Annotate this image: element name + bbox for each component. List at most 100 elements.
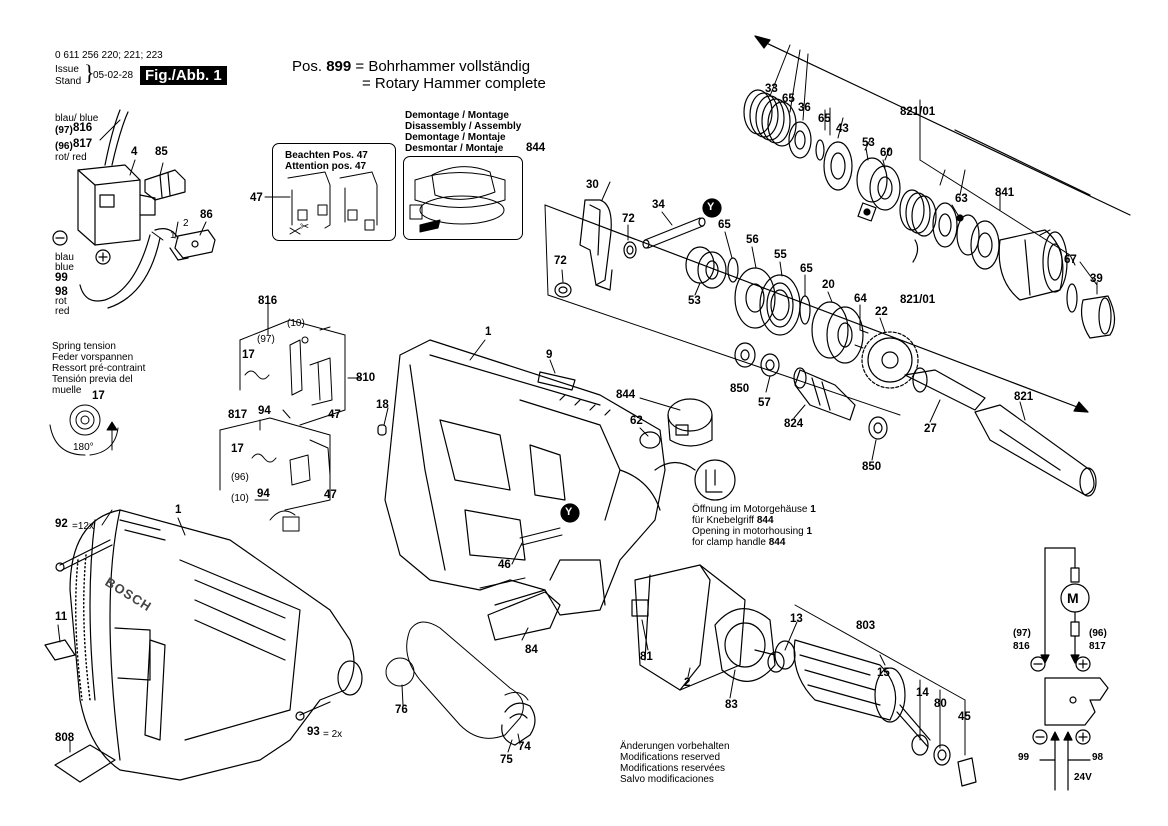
- schematic-voltage: 24V: [1074, 772, 1092, 783]
- part-label: 9: [546, 349, 553, 361]
- modifications-line-2: Modifications reserved: [620, 752, 721, 763]
- y-marker-label: Y: [707, 201, 715, 213]
- bearing-850a: [734, 342, 756, 368]
- disc-56: [734, 267, 776, 329]
- ring-65b: [727, 257, 739, 283]
- assembly-line-1: Demontage / Montage: [405, 110, 509, 121]
- pin-34: [642, 217, 706, 249]
- wire-loop: [79, 228, 179, 309]
- part-label: 20: [822, 279, 835, 291]
- wire-left-blue: blue: [55, 262, 74, 273]
- opening-line-4-ref: 844: [768, 537, 786, 548]
- bearing-57: [760, 353, 780, 377]
- opening-line-3-ref: 1: [806, 526, 813, 537]
- schematic-left-num: 816: [1013, 641, 1030, 652]
- part-label: 17: [242, 349, 255, 361]
- part-label: 62: [630, 415, 643, 427]
- wiring-schematic: [1030, 547, 1109, 791]
- opening-line-3: Opening in motorhousing 1: [692, 526, 812, 537]
- part-label: =12x: [72, 521, 94, 532]
- cap-39: [1080, 295, 1116, 339]
- wire-top-97: (97): [55, 125, 73, 136]
- wire-left-blau: blau: [55, 252, 74, 263]
- ring-62: [639, 431, 661, 449]
- part-label: 74: [518, 741, 531, 753]
- modifications-line-1: Änderungen vorbehalten: [620, 741, 730, 752]
- schematic-left-ref: (97): [1013, 628, 1031, 639]
- motor-housing-1: [384, 339, 666, 616]
- leader-lines: [57, 107, 1098, 753]
- retainer-83: [714, 608, 776, 682]
- figure-badge: Fig./Abb. 1: [140, 66, 227, 85]
- schematic-bottom-left: 99: [1018, 752, 1030, 763]
- modifications-line-4: Salvo modificaciones: [620, 774, 714, 785]
- stand-label: Stand: [55, 76, 82, 87]
- screw-93: [295, 701, 331, 721]
- connector-85: [144, 169, 186, 201]
- opening-line-2-ref: 844: [756, 515, 774, 526]
- part-label: = 2x: [323, 729, 343, 740]
- stator-2: [631, 564, 746, 691]
- part-label: 821: [1014, 391, 1034, 403]
- minus-circle-left: [52, 230, 68, 246]
- wire-top-blue: blau/ blue: [55, 113, 99, 124]
- intermediate-shaft-824: [793, 367, 856, 421]
- spring-33: [743, 89, 797, 147]
- pos-line-de: = Bohrhammer vollständig: [355, 58, 531, 75]
- switch-4: [77, 164, 156, 246]
- armature-803: [754, 639, 931, 748]
- housing-rear: [69, 509, 363, 781]
- part-label: 83: [725, 699, 738, 711]
- part-label: 850: [862, 461, 882, 473]
- spindle-27: [904, 367, 986, 411]
- cover-84: [487, 589, 561, 641]
- part-label: 844: [526, 142, 546, 154]
- gear-axis-arrow: [544, 204, 1089, 413]
- modifications-line-3: Modifications reservées: [620, 763, 726, 774]
- part-label: (97): [257, 334, 275, 345]
- part-label: 1: [485, 326, 492, 338]
- part-label: 17: [92, 390, 105, 402]
- part-label: 64: [854, 293, 867, 305]
- plate-9: [537, 371, 576, 391]
- opening-line-3-text: Opening in motorhousing: [692, 526, 804, 537]
- wire-left-rot: rot: [55, 296, 67, 307]
- spring-63: [899, 189, 937, 237]
- washer-63: [932, 202, 958, 248]
- part-label: 72: [622, 213, 635, 225]
- attention-box: [272, 143, 396, 241]
- y-marker-middle: [560, 503, 580, 523]
- issue-brace: }: [84, 60, 95, 85]
- wire-top-96: (96): [55, 141, 73, 152]
- part-label: 30: [586, 179, 599, 191]
- washer-65a: [788, 121, 812, 159]
- position-line-1: Pos. 899 = Bohrhammer vollständig: [292, 59, 530, 74]
- part-label: 34: [652, 199, 665, 211]
- part-label: 2: [684, 677, 691, 689]
- part-label: 65: [718, 219, 731, 231]
- opening-line-2-text: für Knebelgriff: [692, 515, 755, 526]
- spring-tension-icon: [49, 404, 119, 456]
- part-label: 93: [307, 726, 320, 738]
- part-label: 1: [175, 504, 182, 516]
- part-label: 67: [1064, 254, 1077, 266]
- part-label: 13: [790, 613, 803, 625]
- issue-label: Issue: [55, 64, 79, 75]
- part-label: 56: [746, 234, 759, 246]
- part-label: 11: [55, 611, 68, 623]
- part-label: 27: [924, 423, 937, 435]
- ring-13: [767, 651, 785, 673]
- part-label: 841: [995, 187, 1015, 199]
- part-label: 57: [758, 397, 771, 409]
- part-label: 53: [862, 137, 875, 149]
- part-label: 84: [525, 644, 538, 656]
- pinion-45: [957, 757, 977, 787]
- opening-line-1-text: Öffnung im Motorgehäuse: [692, 504, 808, 515]
- part-label: 18: [376, 399, 389, 411]
- part-label: 53: [688, 295, 701, 307]
- schematic-right-ref: (96): [1089, 628, 1107, 639]
- part-label: 60: [880, 147, 893, 159]
- part-label: 81: [640, 651, 653, 663]
- part-label: 72: [554, 255, 567, 267]
- attention-box-brackets: [287, 171, 378, 235]
